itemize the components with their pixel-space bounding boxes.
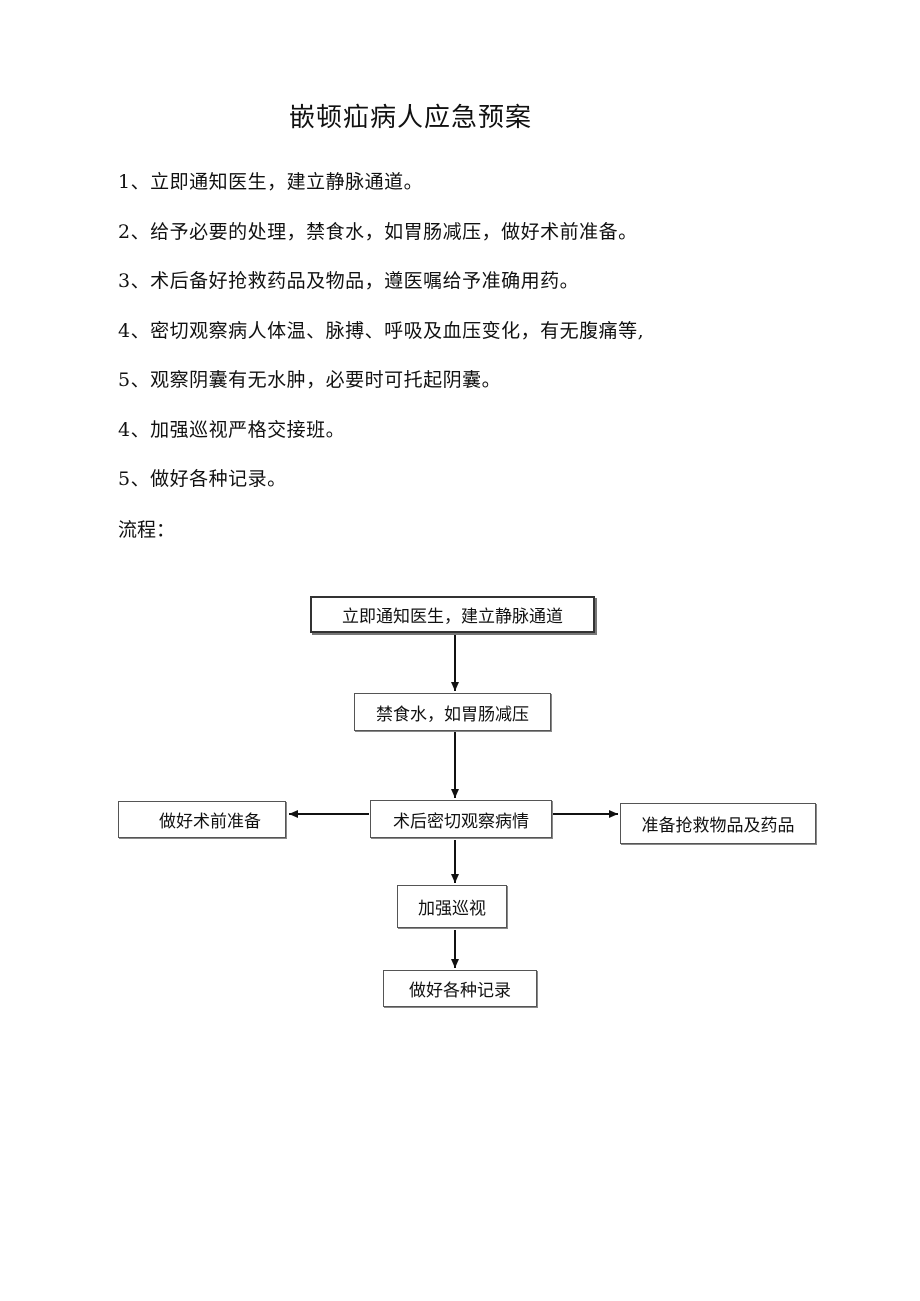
- emergency-steps-list: 1、立即通知医生，建立静脉通道。 2、给予必要的处理，禁食水，如胃肠减压，做好术…: [118, 170, 644, 517]
- flow-section-label: 流程：: [118, 519, 176, 541]
- list-item: 2、给予必要的处理，禁食水，如胃肠减压，做好术前准备。: [118, 220, 638, 243]
- list-item: 5、观察阴囊有无水肿，必要时可托起阴囊。: [118, 369, 502, 391]
- list-item: 4、密切观察病人体温、脉搏、呼吸及血压变化，有无腹痛等,: [118, 319, 645, 342]
- list-item: 1、立即通知医生，建立静脉通道。: [118, 171, 424, 193]
- flow-box-preop: 做好术前准备: [118, 801, 286, 838]
- flow-box-records: 做好各种记录: [383, 970, 537, 1007]
- document-title: 嵌顿疝病人应急预案: [289, 103, 533, 133]
- flow-box-fasting: 禁食水，如胃肠减压: [354, 693, 551, 731]
- flow-box-notify-doctor: 立即通知医生，建立静脉通道: [310, 596, 595, 633]
- list-item: 4、加强巡视严格交接班。: [118, 418, 346, 441]
- list-item: 3、术后备好抢救药品及物品，遵医嘱给予准确用药。: [118, 270, 580, 292]
- list-item: 5、做好各种记录。: [118, 468, 287, 490]
- flow-box-observe: 术后密切观察病情: [370, 800, 552, 838]
- flow-box-patrol: 加强巡视: [397, 885, 507, 928]
- flow-box-rescue-supplies: 准备抢救物品及药品: [620, 803, 816, 844]
